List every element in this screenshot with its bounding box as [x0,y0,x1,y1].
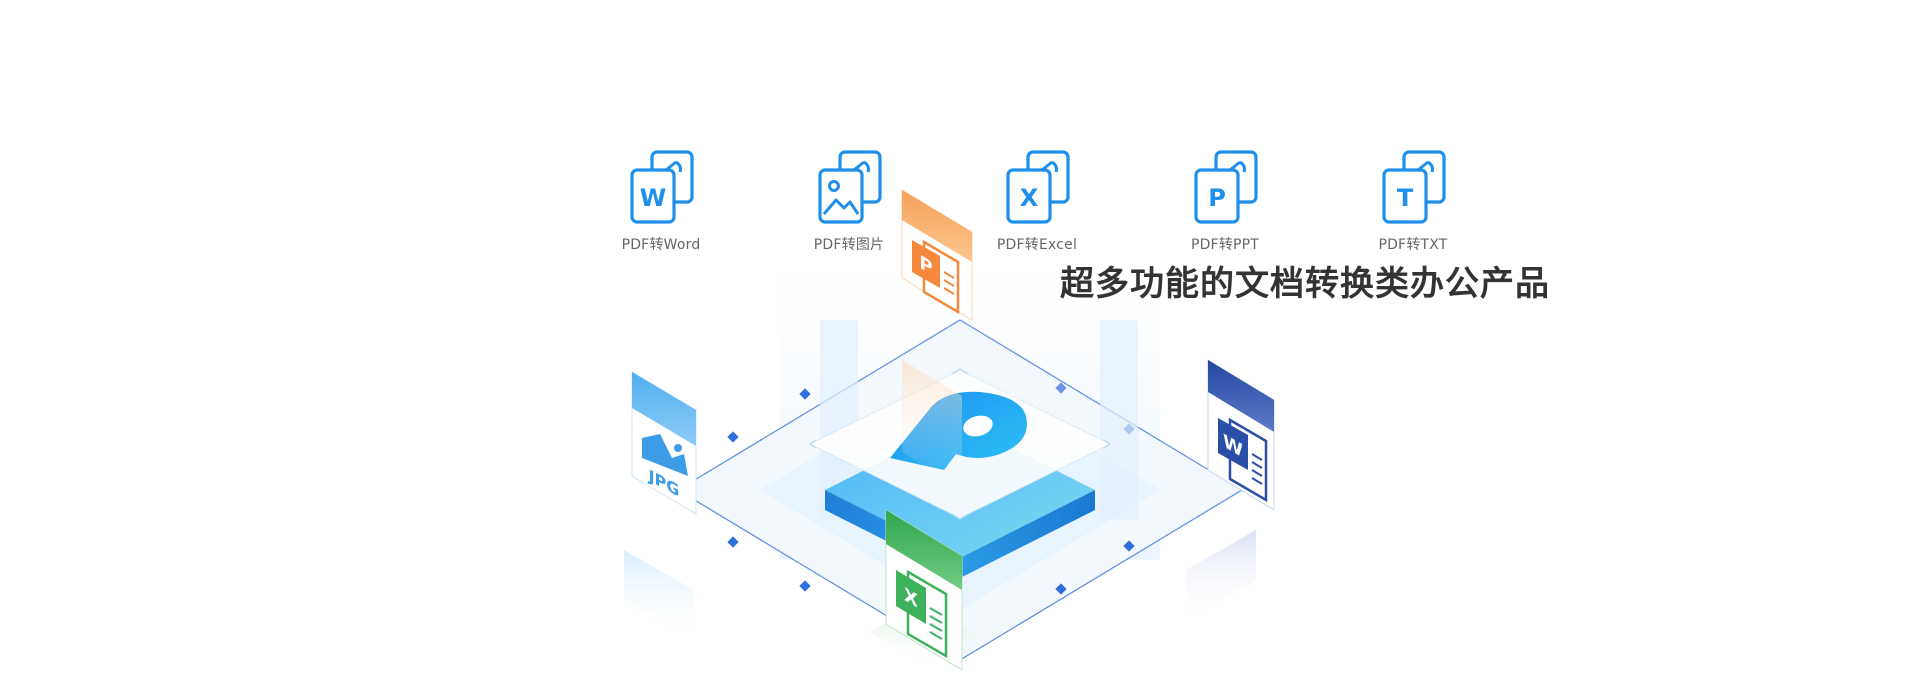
outline-dots [727,382,1135,595]
svg-text:X: X [904,583,918,612]
feature-label: PDF转PPT [1190,237,1260,253]
svg-text:T: T [1397,184,1414,212]
jpg-card: JPG [624,371,697,640]
feature-pdf-to-image[interactable]: PDF转图片 [784,150,914,254]
feature-label: PDF转图片 [813,237,885,253]
feature-label: PDF转Word [621,237,701,253]
headline: 超多功能的文档转换类办公产品 [1060,264,1550,304]
feature-pdf-to-txt[interactable]: T PDF转TXT [1348,150,1478,254]
pdf-to-txt-icon: T [1382,150,1446,224]
base-right [960,490,1095,578]
svg-text:P: P [1208,184,1226,212]
svg-text:P: P [919,251,932,280]
feature-pdf-to-word[interactable]: W PDF转Word [596,150,726,254]
feature-label: PDF转Excel [996,237,1078,253]
excel-card: X [870,509,980,671]
pdf-to-excel-icon: X [1006,150,1070,224]
feature-label: PDF转TXT [1378,237,1448,253]
svg-text:W: W [640,184,666,212]
feature-pdf-to-excel[interactable]: X PDF转Excel [972,150,1102,254]
svg-text:X: X [1020,184,1039,212]
pdf-to-word-icon: W [630,150,694,224]
pdf-to-ppt-icon: P [1194,150,1258,224]
word-card: W [1186,359,1275,620]
pdf-to-image-icon [818,150,882,224]
ppt-card: P [901,189,973,488]
conversion-illustration: P JPG W [624,189,1275,671]
feature-pdf-to-ppt[interactable]: P PDF转PPT [1160,150,1290,254]
